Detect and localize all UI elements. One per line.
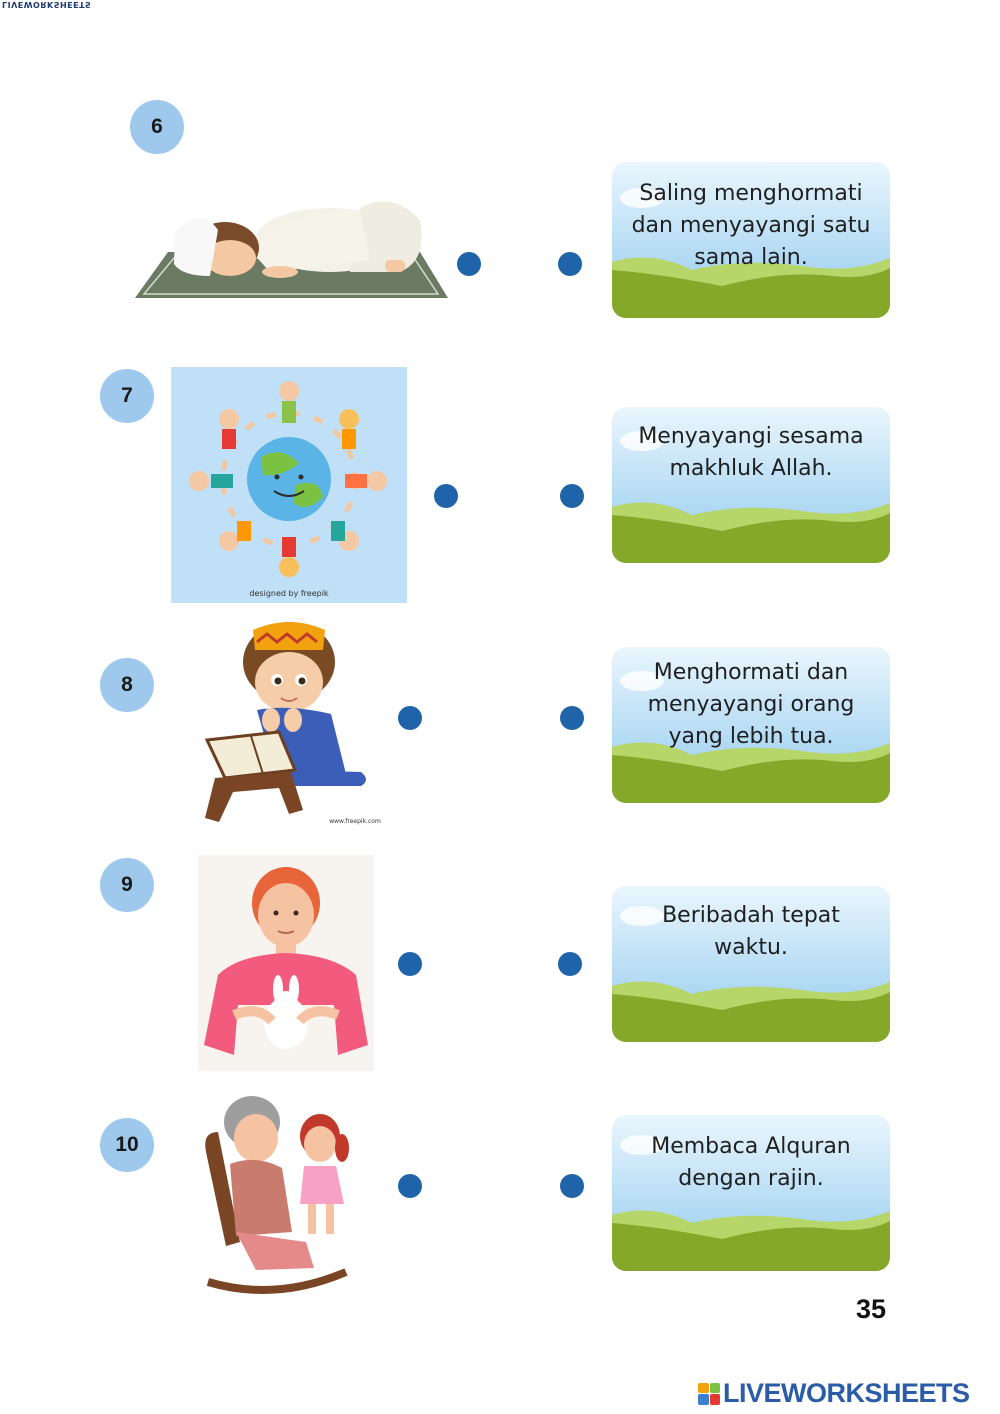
item-number-8: 8: [100, 658, 154, 712]
freepik-credit: designed by freepik: [249, 589, 329, 598]
picture-boy-reading-quran: www.freepik.com: [171, 610, 399, 836]
picture-boy-holding-rabbit: [198, 855, 374, 1071]
answer-text-5: Membaca Alquran dengan rajin.: [651, 1134, 851, 1191]
freepik-credit-8: www.freepik.com: [329, 818, 381, 825]
answer-card-5: Membaca Alquran dengan rajin.: [612, 1115, 890, 1271]
match-dot-left-8[interactable]: [398, 706, 422, 730]
item-number-6: 6: [130, 100, 184, 154]
match-dot-right-4[interactable]: [558, 952, 582, 976]
match-dot-left-7[interactable]: [434, 484, 458, 508]
answer-card-4: Beribadah tepat waktu.: [612, 886, 890, 1042]
liveworksheets-logo-icon: [698, 1382, 720, 1405]
brand-name: LIVEWORKSHEETS: [723, 1378, 970, 1408]
item-number-7: 7: [100, 369, 154, 423]
answer-text-1: Saling menghormati dan menyayangi satu s…: [631, 181, 871, 270]
item-number-9: 9: [100, 858, 154, 912]
match-dot-left-9[interactable]: [398, 952, 422, 976]
match-dot-right-3[interactable]: [560, 706, 584, 730]
answer-text-3: Menghormati dan menyayangi orang yang le…: [647, 660, 855, 749]
match-dot-left-6[interactable]: [457, 252, 481, 276]
item-number-10: 10: [100, 1118, 154, 1172]
answer-text-4: Beribadah tepat waktu.: [662, 903, 840, 960]
answer-card-3: Menghormati dan menyayangi orang yang le…: [612, 647, 890, 803]
answer-card-2: Menyayangi sesama makhluk Allah.: [612, 407, 890, 563]
top-watermark: LIVEWORKSHEETS: [2, 0, 92, 9]
match-dot-right-1[interactable]: [558, 252, 582, 276]
answer-text-2: Menyayangi sesama makhluk Allah.: [638, 424, 864, 481]
picture-girl-grandmother: [196, 1092, 382, 1302]
picture-children-globe: designed by freepik: [171, 367, 407, 603]
picture-boy-praying: [130, 180, 452, 300]
match-dot-right-5[interactable]: [560, 1174, 584, 1198]
answer-card-1: Saling menghormati dan menyayangi satu s…: [612, 162, 890, 318]
liveworksheets-logo: LIVEWORKSHEETS: [698, 1378, 970, 1409]
page-number: 35: [856, 1294, 887, 1324]
match-dot-right-2[interactable]: [560, 484, 584, 508]
match-dot-left-10[interactable]: [398, 1174, 422, 1198]
